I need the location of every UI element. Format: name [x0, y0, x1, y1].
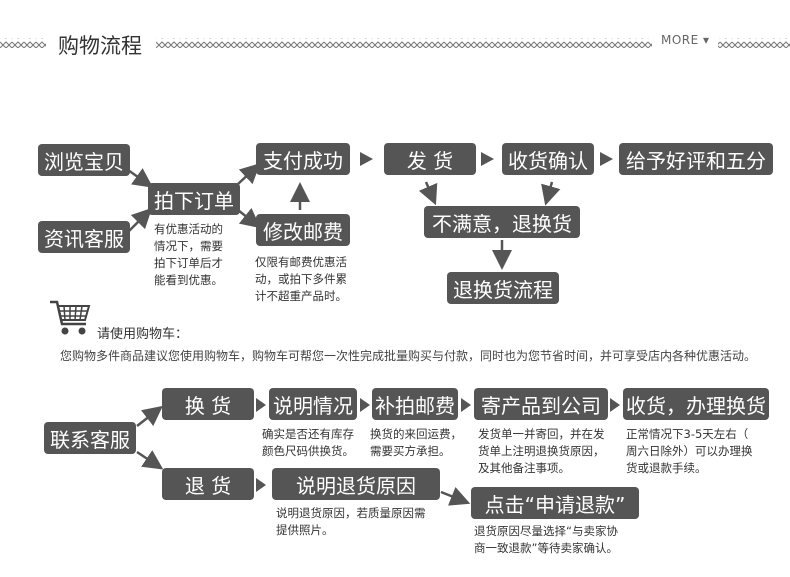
arrow-ship-unsatisfied	[418, 181, 438, 206]
header-divider	[0, 38, 790, 48]
note-receive-exchange: 正常情况下3-5天左右（ 周六日除外）可以办理换 货或退款手续。	[626, 427, 753, 475]
arrow-order-pay	[237, 163, 261, 185]
note-repost-shipping: 换货的来回运费， 需要买方承担。	[370, 427, 462, 458]
step-unsatisfied: 不满意，退换货	[424, 206, 580, 238]
step-apply-refund: 点击“申请退款”	[471, 487, 639, 519]
step-place-order: 拍下订单	[148, 183, 240, 215]
step-send-back: 寄产品到公司	[474, 388, 608, 420]
step-explain: 说明情况	[269, 388, 357, 420]
note-place-order: 有优惠活动的 情况下，需要 拍下订单后才 能看到优惠。	[154, 222, 223, 287]
arrow-repost-send	[461, 398, 471, 412]
step-modify-shipping: 修改邮费	[256, 214, 350, 246]
arrow-order-modify	[237, 207, 261, 229]
note-send-back: 发货单一并寄回，并在发 货单上注明退换货原因， 及其他备注事项。	[478, 427, 605, 475]
arrow-send-receive	[610, 398, 620, 412]
step-repost-shipping: 补拍邮费	[372, 388, 458, 420]
more-link[interactable]: MORE ▾	[661, 33, 710, 47]
step-contact-service: 联系客服	[44, 422, 136, 454]
step-browse: 浏览宝贝	[38, 144, 130, 176]
step-confirm-receipt: 收货确认	[502, 143, 594, 175]
step-receive-exchange: 收货，办理换货	[623, 388, 769, 420]
arrow-explain-repost	[360, 398, 370, 412]
cart-label: 请使用购物车：	[97, 327, 189, 342]
step-consult: 资讯客服	[38, 221, 130, 253]
cart-description: 您购物多件商品建议您使用购物车，购物车可帮您一次性完成批量购买与付款，同时也为您…	[60, 349, 757, 363]
arrow-exchange-explain	[256, 398, 266, 412]
arrow-ship-confirm	[481, 152, 494, 166]
shopping-cart-icon	[50, 300, 91, 335]
arrow-pay-ship	[360, 152, 373, 166]
step-return-process: 退换货流程	[447, 272, 559, 304]
arrow-consult-order	[127, 207, 153, 233]
step-review: 给予好评和五分	[619, 143, 773, 175]
step-refund-reason: 说明退货原因	[272, 468, 440, 500]
step-refund: 退 货	[162, 468, 254, 500]
arrow-confirm-unsatisfied	[541, 181, 561, 206]
note-explain: 确实是否还有库存 颜色尺码供换货。	[262, 427, 354, 458]
step-exchange: 换 货	[162, 388, 254, 420]
note-modify-shipping: 仅限有邮费优惠活 动，或拍下多件累 计不超重产品时。	[255, 255, 347, 303]
arrow-reason-apply	[440, 487, 471, 506]
note-apply-refund: 退货原因尽量选择“与卖家协 商一致退款”等待卖家确认。	[474, 524, 618, 555]
arrow-browse-order	[127, 168, 154, 188]
step-ship: 发 货	[384, 143, 476, 175]
arrow-refund-reason	[256, 478, 266, 492]
page-title: 购物流程	[58, 34, 142, 58]
note-refund-reason: 说明退货原因，若质量原因需 提供照片。	[276, 506, 426, 537]
arrow-contact-exchange	[136, 405, 163, 427]
step-pay-success: 支付成功	[256, 143, 350, 175]
arrow-contact-refund	[136, 450, 164, 470]
arrow-confirm-review	[600, 152, 613, 166]
